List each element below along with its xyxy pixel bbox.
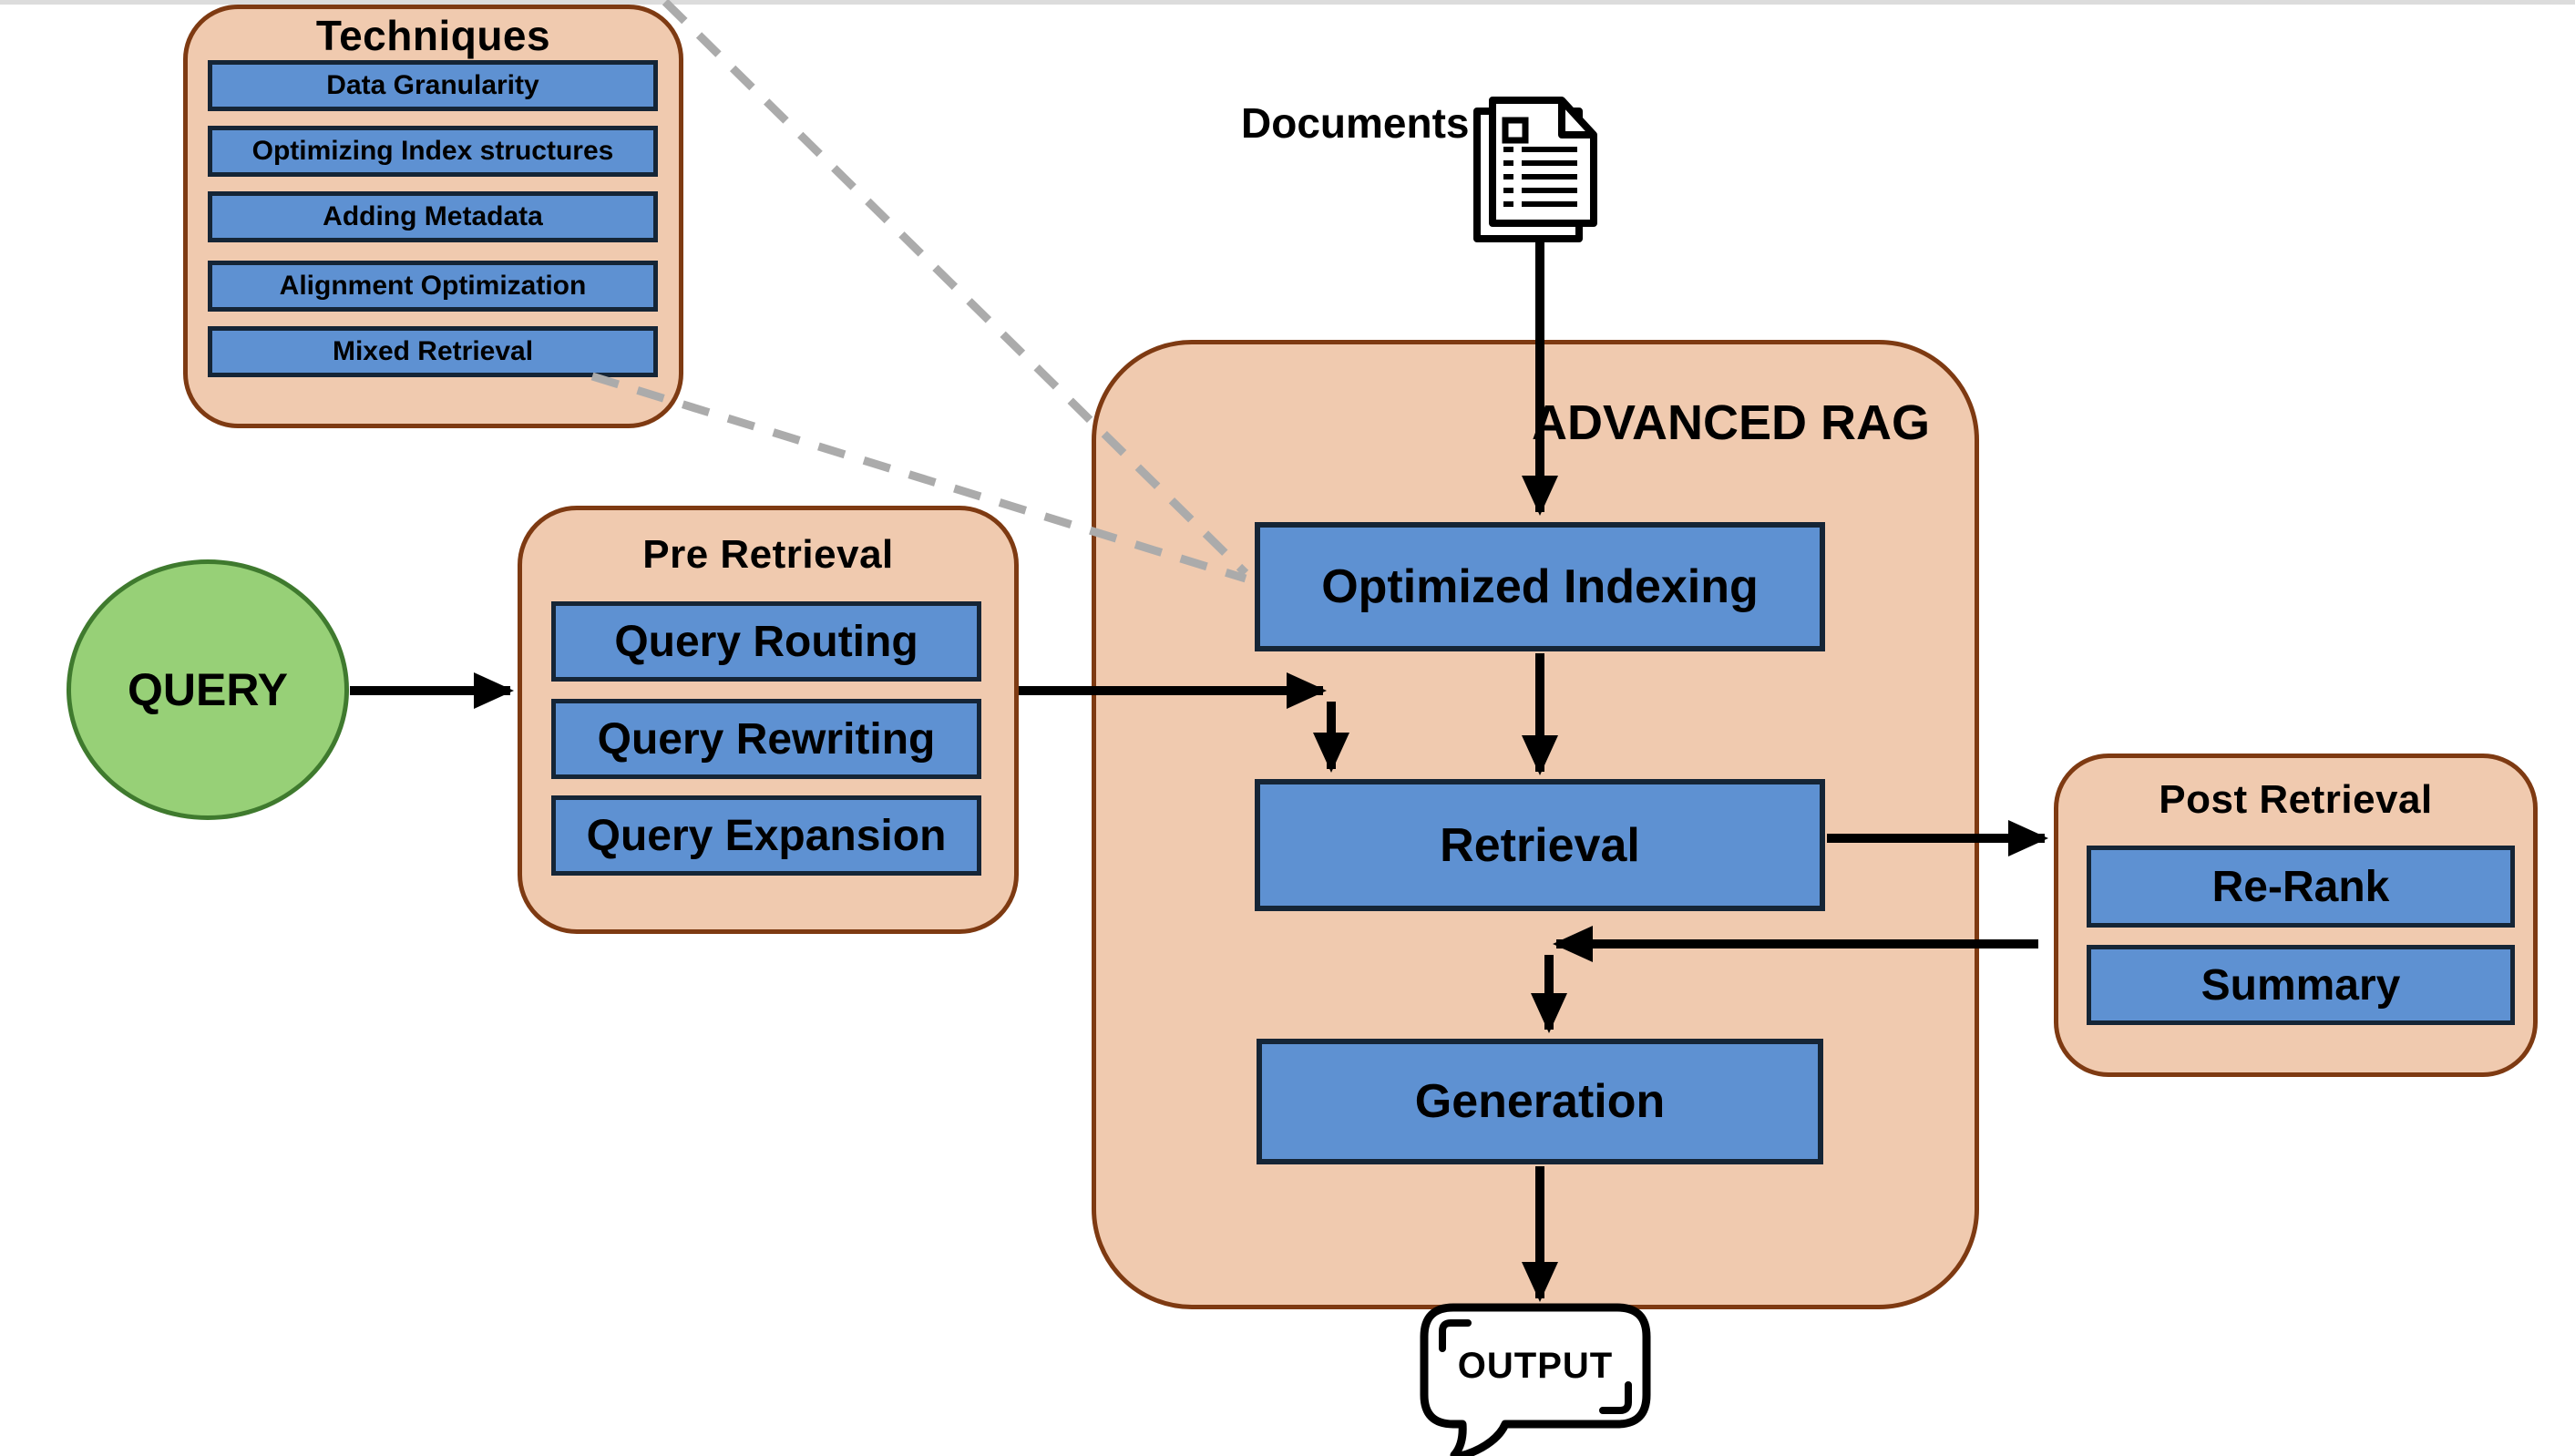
pre-retrieval-title: Pre Retrieval: [642, 532, 894, 577]
stage-retrieval: Retrieval: [1255, 779, 1825, 911]
techniques-title: Techniques: [315, 12, 551, 59]
bracket-bottom-right: [1599, 1381, 1632, 1414]
technique-item-data-granularity: Data Granularity: [208, 60, 658, 111]
top-edge-divider: [0, 0, 2575, 5]
documents-label: Documents: [1241, 99, 1470, 147]
technique-item-optimizing-index: Optimizing Index structures: [208, 126, 658, 177]
advanced-rag-panel: ADVANCED RAG Optimized Indexing Retrieva…: [1092, 340, 1979, 1309]
pre-item-query-rewriting: Query Rewriting: [551, 699, 981, 779]
query-node: QUERY: [67, 559, 349, 820]
post-retrieval-panel: Post Retrieval Re-Rank Summary: [2054, 754, 2538, 1077]
bracket-top-left: [1439, 1319, 1472, 1352]
advanced-rag-title: ADVANCED RAG: [1531, 395, 1930, 450]
query-label: QUERY: [128, 664, 288, 715]
post-retrieval-title: Post Retrieval: [2159, 777, 2433, 822]
pre-retrieval-panel: Pre Retrieval Query Routing Query Rewrit…: [518, 506, 1019, 934]
pre-item-query-routing: Query Routing: [551, 601, 981, 682]
technique-item-alignment-optimization: Alignment Optimization: [208, 261, 658, 312]
post-item-re-rank: Re-Rank: [2087, 846, 2515, 928]
techniques-panel: Techniques Data Granularity Optimizing I…: [183, 5, 683, 428]
document-stack-icon: [1473, 97, 1597, 242]
pre-item-query-expansion: Query Expansion: [551, 795, 981, 876]
technique-item-mixed-retrieval: Mixed Retrieval: [208, 326, 658, 377]
post-item-summary: Summary: [2087, 945, 2515, 1025]
output-label: OUTPUT: [1457, 1346, 1614, 1386]
stage-optimized-indexing: Optimized Indexing: [1255, 522, 1825, 651]
stage-generation: Generation: [1257, 1039, 1823, 1164]
technique-item-adding-metadata: Adding Metadata: [208, 191, 658, 242]
